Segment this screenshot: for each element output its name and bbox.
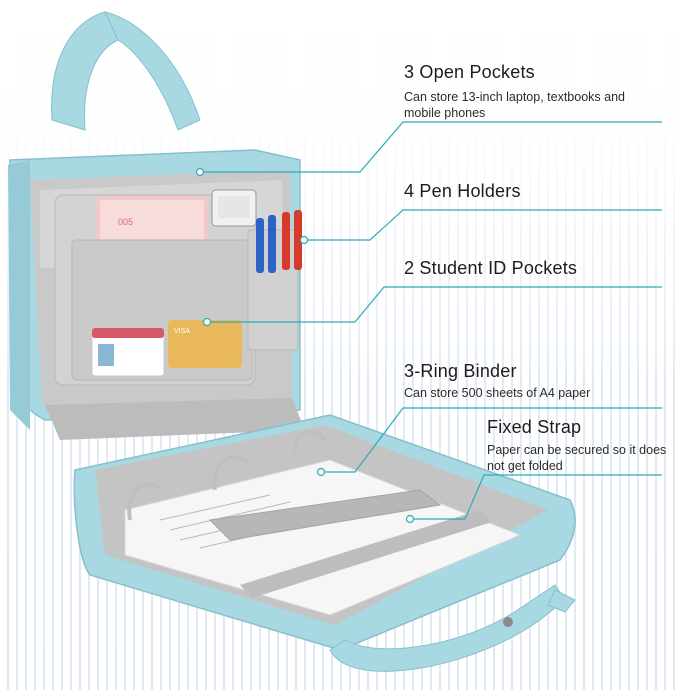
bank-card: VISA — [168, 320, 242, 368]
binder-rings — [127, 430, 327, 521]
bag-hinge — [45, 398, 305, 440]
callout-title: 2 Student ID Pockets — [404, 258, 578, 278]
callout-title: 3-Ring Binder — [404, 361, 517, 381]
callout-title: 4 Pen Holders — [404, 181, 521, 201]
callout-pen-holders: 4 Pen Holders — [404, 181, 664, 202]
callout-desc: Can store 500 sheets of A4 paper — [404, 386, 591, 400]
callout-desc: Can store 13-inch laptop, textbooks and … — [404, 90, 625, 120]
top-handle — [51, 11, 119, 131]
bank-card-label: VISA — [174, 328, 190, 335]
callout-three-ring-binder: 3-Ring Binder Can store 500 sheets of A4… — [404, 361, 664, 401]
leader-lines — [195, 121, 662, 524]
callout-desc: Paper can be secured so it does not get … — [487, 443, 667, 473]
fixed-strap — [208, 489, 442, 541]
bag-side-panel — [8, 160, 30, 430]
callout-title: Fixed Strap — [487, 417, 582, 437]
pens — [256, 210, 302, 273]
notebook-label: 005 — [118, 217, 133, 227]
callout-open-pockets: 3 Open Pockets Can store 13-inch laptop,… — [404, 62, 664, 121]
student-id-card — [91, 327, 165, 377]
callout-student-id-pockets: 2 Student ID Pockets — [404, 258, 664, 279]
handle-snap — [503, 617, 513, 627]
callout-fixed-strap: Fixed Strap Paper can be secured so it d… — [487, 417, 667, 474]
callout-title: 3 Open Pockets — [404, 62, 535, 82]
